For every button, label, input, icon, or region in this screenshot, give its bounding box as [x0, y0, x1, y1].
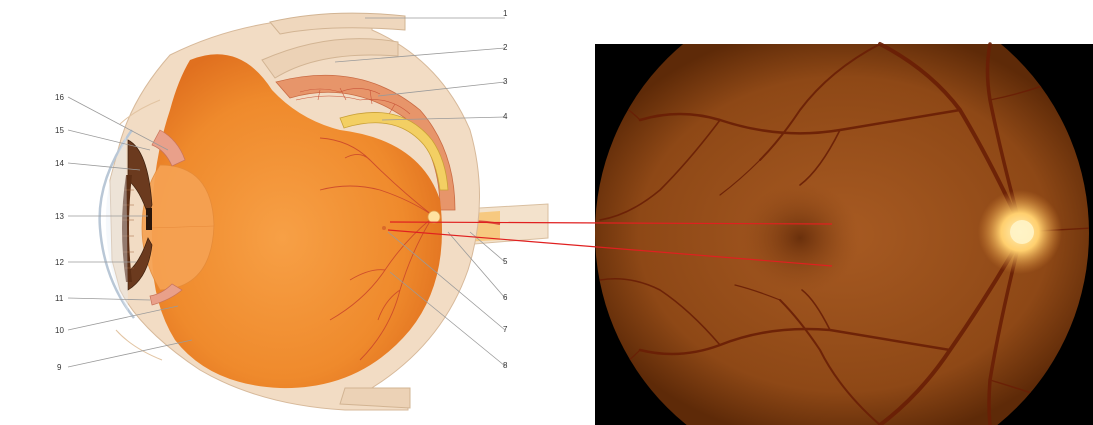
- label-15: 15: [55, 126, 64, 135]
- label-8: 8: [503, 361, 508, 370]
- label-6: 6: [503, 293, 508, 302]
- label-2: 2: [503, 43, 508, 52]
- macula: [740, 183, 860, 293]
- label-13: 13: [55, 212, 64, 221]
- fundus-photograph: [595, 44, 1093, 425]
- optic-disc-illustration: [428, 211, 440, 223]
- label-14: 14: [55, 159, 64, 168]
- label-4: 4: [503, 112, 508, 121]
- label-1: 1: [503, 9, 508, 18]
- label-11: 11: [55, 294, 64, 303]
- label-16: 16: [55, 93, 64, 102]
- pupil: [146, 208, 152, 230]
- label-3: 3: [503, 77, 508, 86]
- label-10: 10: [55, 326, 64, 335]
- label-7: 7: [503, 325, 508, 334]
- label-12: 12: [55, 258, 64, 267]
- label-5: 5: [503, 257, 508, 266]
- label-9: 9: [57, 363, 62, 372]
